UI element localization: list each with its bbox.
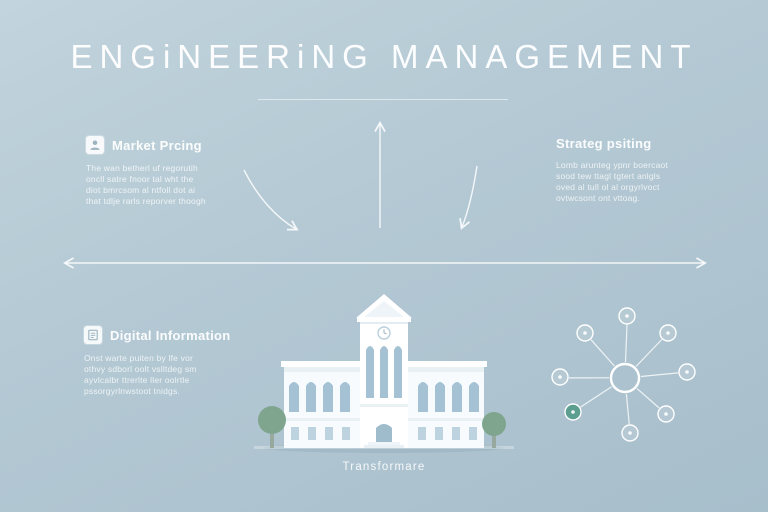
section-body-text: Lomb arunteg ypnr boercaot sood tew ttag… bbox=[556, 160, 668, 203]
curved-arrow-left bbox=[243, 169, 299, 231]
title-divider bbox=[258, 99, 508, 100]
building-right-wing bbox=[405, 361, 487, 448]
section-market-pricing: Market Prcing The wan betherl uf regorut… bbox=[86, 136, 256, 207]
section-heading: Market Prcing bbox=[112, 137, 202, 153]
building-tower bbox=[356, 294, 412, 448]
network-hub bbox=[609, 362, 641, 394]
tree-icon-right bbox=[482, 412, 506, 448]
curved-arrow-right bbox=[459, 165, 478, 230]
building-left-wing bbox=[281, 361, 363, 448]
clock-icon bbox=[377, 326, 391, 340]
page-title: ENGiNEERiNG MANAGEMENT bbox=[70, 38, 698, 75]
section-digital-information: Digital Information Onst warte puiten by… bbox=[84, 326, 259, 397]
network-diagram bbox=[551, 307, 696, 442]
section-heading: Digital Information bbox=[110, 327, 231, 343]
building-illustration bbox=[254, 294, 514, 453]
person-icon bbox=[86, 136, 104, 154]
building-caption: Transformare bbox=[342, 461, 426, 473]
section-body-text: The wan betherl uf regorutih oncll satre… bbox=[86, 163, 206, 206]
entrance-door bbox=[376, 424, 392, 442]
section-strategic-positioning: Strateg psiting Lomb arunteg ypnr boerca… bbox=[556, 136, 711, 204]
section-heading: Strateg psiting bbox=[556, 136, 652, 151]
section-body-text: Onst warte puiten by lfe vor othvy sdbor… bbox=[84, 353, 197, 396]
document-icon bbox=[84, 326, 102, 344]
tree-icon-left bbox=[258, 406, 286, 448]
